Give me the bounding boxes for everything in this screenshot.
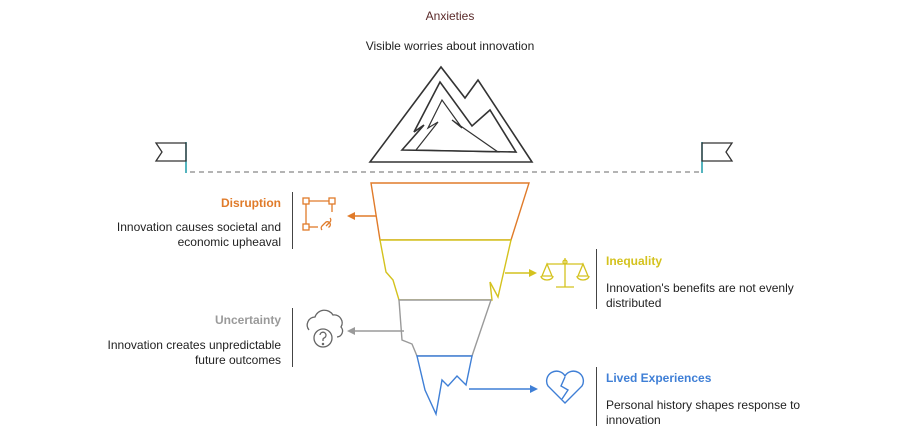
uncertainty-label: Uncertainty	[214, 313, 281, 327]
broken-heart-icon	[545, 370, 585, 404]
question-cloud-icon	[306, 309, 344, 348]
inequality-label: Inequality	[606, 254, 663, 268]
layer-lived-shape	[416, 355, 473, 417]
broken-link-icon	[302, 197, 336, 231]
divider-disruption	[292, 192, 293, 249]
connector-uncertainty	[347, 327, 404, 335]
right-flag-icon	[701, 142, 734, 173]
inequality-description: Innovation's benefits are not evenly dis…	[606, 281, 794, 310]
uncertainty-description: Innovation creates unpredictable future …	[107, 338, 281, 367]
left-flag-icon	[154, 142, 187, 173]
disruption-description: Innovation causes societal and economic …	[116, 220, 281, 249]
divider-lived	[596, 367, 597, 426]
connector-disruption	[347, 212, 376, 220]
layer-disruption-shape	[370, 182, 530, 241]
diagram-subtitle: Visible worries about innovation	[365, 39, 535, 53]
connector-inequality	[505, 269, 537, 277]
disruption-label: Disruption	[221, 196, 281, 210]
connector-lived	[469, 385, 538, 393]
layer-uncertainty-shape	[398, 299, 492, 357]
divider-inequality	[596, 249, 597, 309]
divider-uncertainty	[292, 308, 293, 367]
lived-experiences-label: Lived Experiences	[606, 371, 712, 385]
layer-inequality-shape	[379, 239, 512, 301]
diagram-title: Anxieties	[425, 9, 475, 23]
balance-scale-icon	[540, 258, 590, 288]
lived-experiences-description: Personal history shapes response to inno…	[606, 398, 801, 427]
iceberg-tip-icon	[368, 65, 534, 163]
